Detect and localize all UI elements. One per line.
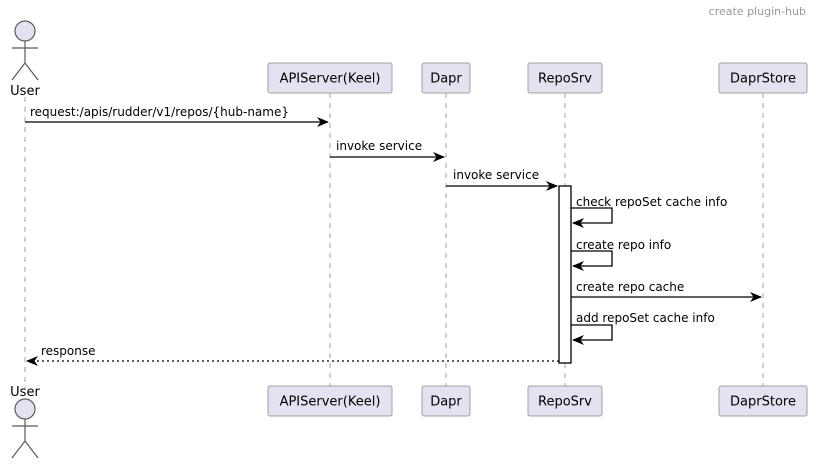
participant-box <box>527 385 603 417</box>
participant-label-apiserver: APIServer(Keel) <box>280 395 381 410</box>
participant-label-reposrv: RepoSrv <box>538 72 592 87</box>
actor-label-user-top: User <box>10 84 40 99</box>
message-self-loop <box>571 324 613 345</box>
participant-label-reposrv: RepoSrv <box>538 395 592 410</box>
message-request-apis-rudder[interactable]: request:/apis/rudder/v1/repos/{hub-name} <box>25 105 329 127</box>
message-self-loop <box>571 207 613 228</box>
message-label: check repoSet cache info <box>576 195 727 209</box>
participant-label-daprstore: DaprStore <box>730 395 796 410</box>
participant-box <box>267 385 393 417</box>
participant-label-dapr: Dapr <box>430 72 462 87</box>
participant-box <box>421 62 471 94</box>
participant-box <box>718 62 808 94</box>
message-label: invoke service <box>453 168 539 182</box>
participant-header-reposrv[interactable]: RepoSrv <box>527 62 603 94</box>
actor-leg-left-icon <box>11 440 26 459</box>
actor-head-icon <box>14 398 36 420</box>
message-create-repo-cache[interactable]: create repo cache <box>571 280 762 302</box>
participant-box <box>718 385 808 417</box>
participant-box <box>527 62 603 94</box>
message-label: add repoSet cache info <box>576 311 715 325</box>
message-invoke-service-1[interactable]: invoke service <box>330 139 445 162</box>
message-label: request:/apis/rudder/v1/repos/{hub-name} <box>30 105 289 119</box>
message-label: invoke service <box>336 139 422 153</box>
message-response[interactable]: response <box>26 344 559 366</box>
actor-leg-right-icon <box>24 440 39 459</box>
participant-label-daprstore: DaprStore <box>730 72 796 87</box>
actor-user-top[interactable]: User <box>10 20 40 99</box>
message-invoke-service-2[interactable]: invoke service <box>446 168 558 191</box>
participant-header-daprstore[interactable]: DaprStore <box>718 62 808 94</box>
participant-header-dapr[interactable]: Dapr <box>421 62 471 94</box>
participant-box <box>421 385 471 417</box>
participant-label-dapr: Dapr <box>430 395 462 410</box>
message-create-repo-info[interactable]: create repo info <box>571 238 671 271</box>
message-label: create repo info <box>576 238 671 252</box>
message-label: response <box>41 344 96 358</box>
participant-box <box>267 62 393 94</box>
participant-label-apiserver: APIServer(Keel) <box>280 72 381 87</box>
participant-footer-dapr[interactable]: Dapr <box>421 385 471 417</box>
actor-label-user-bottom: User <box>10 385 40 400</box>
actor-leg-left-icon <box>11 62 26 81</box>
activation-bar-reposrv <box>558 185 572 364</box>
message-add-reposet-cache-info[interactable]: add repoSet cache info <box>571 311 715 345</box>
actor-head-icon <box>14 20 36 42</box>
participant-header-apiserver[interactable]: APIServer(Keel) <box>267 62 393 94</box>
message-label: create repo cache <box>576 280 684 294</box>
actor-leg-right-icon <box>24 62 39 81</box>
participant-footer-reposrv[interactable]: RepoSrv <box>527 385 603 417</box>
participant-footer-daprstore[interactable]: DaprStore <box>718 385 808 417</box>
message-check-reposet-cache-info[interactable]: check repoSet cache info <box>571 195 727 228</box>
participant-footer-apiserver[interactable]: APIServer(Keel) <box>267 385 393 417</box>
diagram-title: create plugin-hub <box>709 5 806 18</box>
message-self-loop <box>571 250 613 271</box>
actor-user-bottom[interactable]: User <box>10 385 40 459</box>
